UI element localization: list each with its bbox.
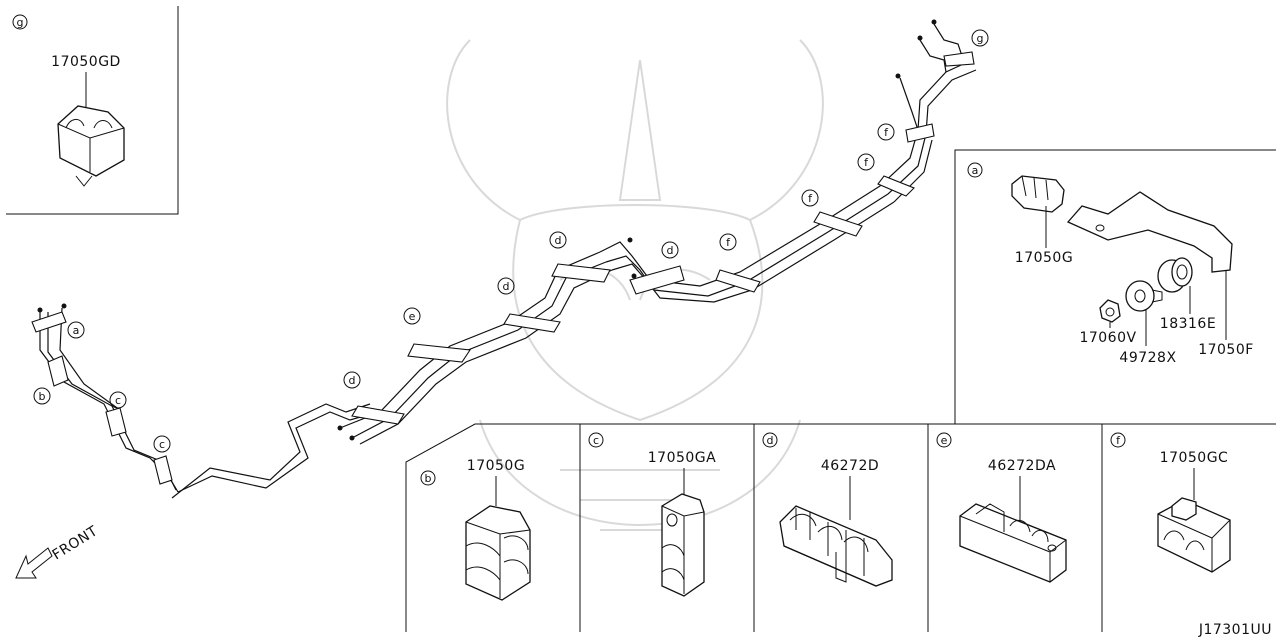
inset-letter-c: c (593, 434, 599, 447)
bottom-insets-frame (405, 423, 1276, 632)
bracket-17050F (1066, 191, 1233, 273)
clip-callouts: a b c c d d d d e f f f f g (33, 29, 989, 453)
inset-letter-d: d (767, 434, 774, 447)
inset-panel-f: f 17050GC (1110, 432, 1231, 573)
washer-49728X (1125, 280, 1163, 312)
inset-panel-d: d 46272D (762, 432, 893, 587)
clip-17050G-b (465, 505, 531, 601)
clip-17050GC (1157, 497, 1231, 573)
callout-g: g (977, 32, 984, 45)
callout-d2: d (503, 280, 510, 293)
clip-46272DA (959, 503, 1067, 583)
inset-panel-c: c 17050GA (588, 432, 716, 597)
clip-17050GD (57, 105, 125, 187)
inset-panel-e: e 46272DA (936, 432, 1067, 583)
callout-f1: f (726, 236, 731, 249)
inset-panel-a: a 17050G 17050F 18316E 49728X (954, 149, 1276, 424)
front-direction: FRONT (15, 523, 101, 579)
callout-d4: d (667, 244, 674, 257)
front-arrow-icon (15, 547, 53, 579)
part-number-17050GD: 17050GD (51, 54, 121, 70)
callout-e: e (409, 310, 416, 323)
callout-c1: c (115, 394, 121, 407)
inset-letter-a: a (972, 164, 979, 177)
callout-b: b (39, 390, 46, 403)
part-number-49728X: 49728X (1119, 350, 1176, 366)
part-number-17050GA: 17050GA (648, 450, 716, 466)
grommet-18316E (1157, 257, 1193, 293)
clip-46272D (779, 505, 893, 587)
callout-d1: d (349, 374, 356, 387)
inset-letter-g: g (17, 16, 24, 29)
clip-17050GA (661, 493, 705, 597)
inset-panel-g: g 17050GD (6, 6, 179, 215)
inset-letter-b: b (425, 472, 432, 485)
nut-17060V (1099, 299, 1121, 323)
part-number-17060V: 17060V (1079, 330, 1136, 346)
part-number-17050G-b: 17050G (467, 458, 525, 474)
part-number-46272D: 46272D (821, 458, 879, 474)
front-label: FRONT (50, 523, 101, 563)
callout-f2: f (808, 192, 813, 205)
part-number-17050GC: 17050GC (1160, 450, 1229, 466)
clip-17050G-a (1011, 175, 1065, 213)
inset-panel-b: b 17050G (420, 458, 531, 601)
part-number-18316E: 18316E (1160, 316, 1216, 332)
part-number-17050F: 17050F (1198, 342, 1254, 358)
diagram-code: J17301UU (1198, 622, 1272, 638)
part-number-46272DA: 46272DA (988, 458, 1056, 474)
part-number-17050G-a: 17050G (1015, 250, 1073, 266)
callout-f3: f (864, 156, 869, 169)
callout-c2: c (159, 438, 165, 451)
line-clamps (31, 51, 975, 485)
callout-f4: f (884, 126, 889, 139)
inset-letter-f: f (1116, 434, 1121, 447)
callout-d3: d (555, 234, 562, 247)
inset-letter-e: e (941, 434, 948, 447)
callout-a: a (73, 324, 80, 337)
